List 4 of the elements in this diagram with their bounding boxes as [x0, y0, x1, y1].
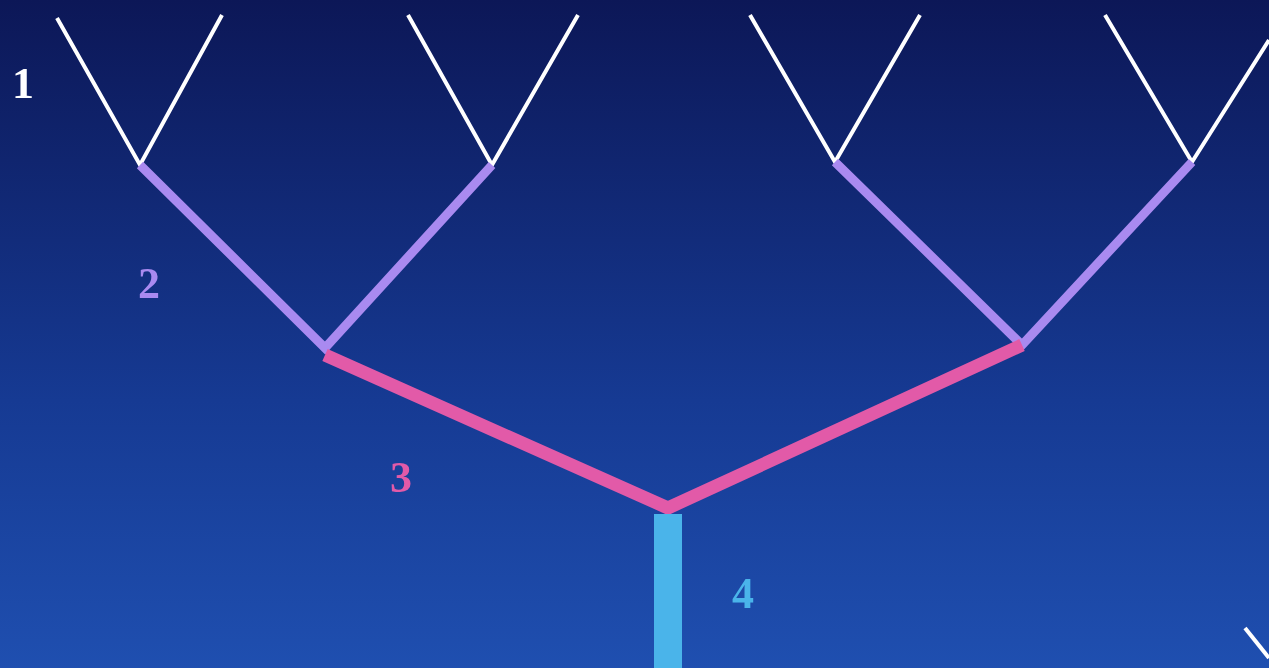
- level-number: 2: [138, 262, 160, 306]
- level-number: 3: [390, 456, 412, 500]
- level-number: 4: [732, 572, 754, 616]
- level-number: 1: [12, 62, 34, 106]
